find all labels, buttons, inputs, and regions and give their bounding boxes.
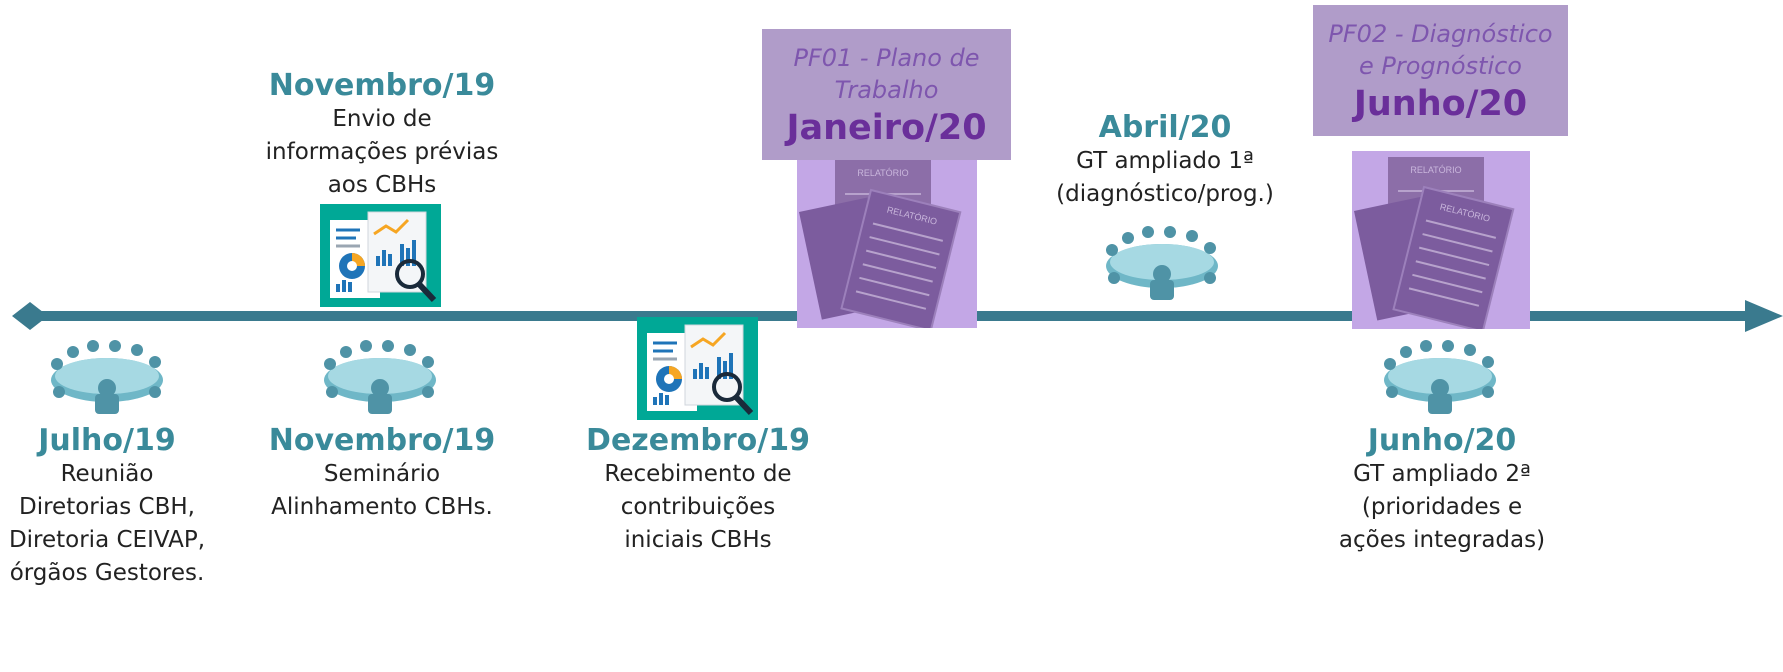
- event-desc-line: Envio de: [332, 106, 432, 132]
- event-date: Novembro/19: [268, 423, 496, 458]
- event-desc-line: Recebimento de: [604, 461, 792, 487]
- event-below-dez19: Dezembro/19 Recebimento de contribuições…: [582, 423, 814, 557]
- event-desc-line: aos CBHs: [327, 172, 437, 198]
- event-desc-line: Alinhamento CBHs.: [271, 494, 493, 520]
- timeline-end-arrow: [1745, 300, 1783, 332]
- meeting-table-icon: [1100, 222, 1225, 302]
- event-date: Novembro/19: [268, 68, 496, 103]
- event-desc-line: GT ampliado 2ª: [1353, 461, 1531, 487]
- deliverable-title-line: Trabalho: [834, 76, 939, 104]
- event-below-jun20: Junho/20 GT ampliado 2ª (prioridades e a…: [1322, 423, 1562, 557]
- event-date: Dezembro/19: [586, 423, 810, 458]
- event-above-abr20: Abril/20 GT ampliado 1ª (diagnóstico/pro…: [1040, 110, 1290, 211]
- event-desc-line: (diagnóstico/prog.): [1056, 181, 1274, 207]
- report-documents-icon: RELATÓRIO RELATÓRIO: [797, 160, 977, 328]
- event-desc-line: (prioridades e: [1361, 494, 1523, 520]
- deliverable-title-line: e Prognóstico: [1358, 52, 1522, 80]
- meeting-table-icon: [45, 336, 170, 416]
- event-desc-line: informações prévias: [265, 139, 499, 165]
- event-desc-line: Reunião: [60, 461, 154, 487]
- svg-text:RELATÓRIO: RELATÓRIO: [857, 168, 908, 178]
- event-desc-line: Seminário: [323, 461, 441, 487]
- deliverable-title-line: PF01 - Plano de: [793, 44, 980, 72]
- meeting-table-icon: [1378, 336, 1503, 416]
- event-desc-line: Diretoria CEIVAP,: [8, 527, 206, 553]
- deliverable-pf01-box: PF01 - Plano de Trabalho Janeiro/20: [762, 29, 1011, 160]
- event-desc-line: Diretorias CBH,: [19, 494, 195, 520]
- timeline-start-diamond: [12, 302, 48, 330]
- event-date: Junho/20: [1367, 423, 1517, 458]
- report-analytics-icon: [320, 204, 441, 307]
- event-above-nov19: Novembro/19 Envio de informações prévias…: [262, 68, 502, 202]
- deliverable-date: Junho/20: [1353, 84, 1528, 124]
- report-analytics-icon: [637, 317, 758, 420]
- event-desc-line: GT ampliado 1ª: [1076, 148, 1254, 174]
- event-desc-line: contribuições: [620, 494, 776, 520]
- event-date: Julho/19: [38, 423, 176, 458]
- event-desc-line: órgãos Gestores.: [9, 560, 205, 586]
- meeting-table-icon: [318, 336, 443, 416]
- deliverable-title-line: PF02 - Diagnóstico: [1328, 20, 1553, 48]
- event-desc-line: ações integradas): [1338, 527, 1546, 553]
- event-below-nov19: Novembro/19 Seminário Alinhamento CBHs.: [262, 423, 502, 524]
- event-desc-line: iniciais CBHs: [624, 527, 772, 553]
- report-documents-icon: RELATÓRIO RELATÓRIO: [1352, 151, 1530, 329]
- event-date: Abril/20: [1098, 110, 1232, 145]
- deliverable-pf02-box: PF02 - Diagnóstico e Prognóstico Junho/2…: [1313, 5, 1568, 136]
- svg-text:RELATÓRIO: RELATÓRIO: [1410, 165, 1461, 175]
- event-below-jul19: Julho/19 Reunião Diretorias CBH, Diretor…: [0, 423, 214, 590]
- deliverable-date: Janeiro/20: [786, 108, 987, 148]
